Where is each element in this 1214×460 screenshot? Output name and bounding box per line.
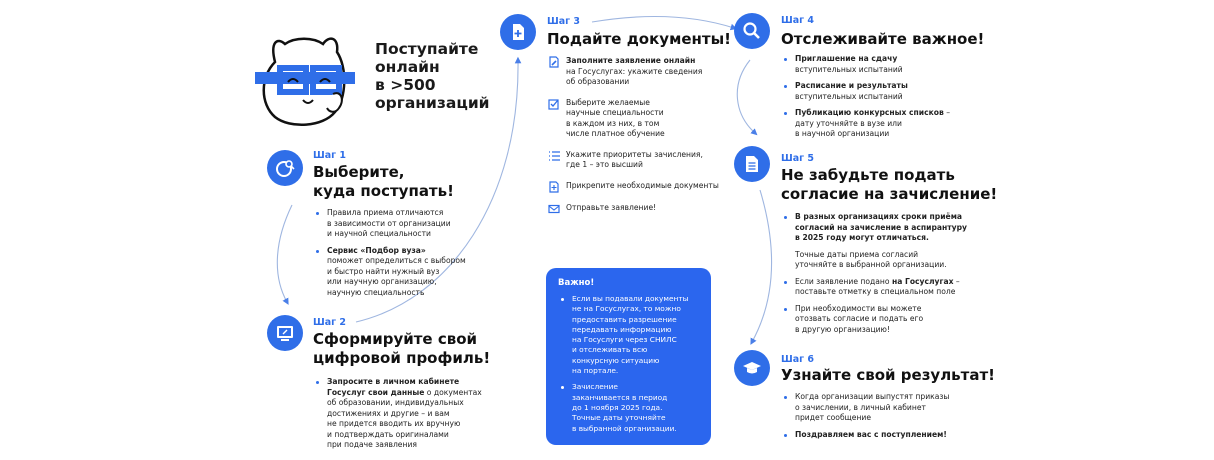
bullet: В разных организациях сроки приёма согла… <box>781 212 981 244</box>
step1-title: Выберите, куда поступать! <box>313 163 454 200</box>
step4-title: Отслеживайте важное! <box>781 30 985 48</box>
step3-icon-circle <box>500 14 536 50</box>
bullet: При необходимости вы можете отозвать сог… <box>781 304 981 336</box>
edit-document-icon <box>549 56 559 68</box>
bullet: Публикацию конкурсных списков – дату уто… <box>781 108 961 140</box>
graduation-cap-icon <box>743 362 761 374</box>
bullet: Запросите в личном кабинете Госуслуг сво… <box>313 377 493 451</box>
note-text: Точные даты приема согласий уточняйте в … <box>795 249 947 270</box>
list-icon <box>549 150 560 161</box>
step3-label: Шаг 3 <box>547 16 581 27</box>
bullet: Сервис «Подбор вуза» поможет определитьс… <box>313 246 483 299</box>
document-plus-icon <box>513 24 524 40</box>
envelope-icon <box>548 204 560 213</box>
computer-icon <box>277 326 293 341</box>
bullet: Когда организации выпустят приказы о зач… <box>781 392 981 424</box>
attach-document-icon <box>549 180 559 193</box>
arrow-step5-step6 <box>750 189 773 345</box>
step6-label: Шаг 6 <box>781 354 815 365</box>
step5-bullets: В разных организациях сроки приёма согла… <box>781 212 981 341</box>
headline: Поступайте онлайн в >500 организаций <box>375 40 490 112</box>
bullet: Если вы подавали документы не на Госуслу… <box>558 294 699 376</box>
list-item: Отправьте заявление! <box>548 203 728 215</box>
list-item: Выберите желаемые научные специальности … <box>548 98 728 140</box>
step6-icon-circle <box>734 350 770 386</box>
step1-label: Шаг 1 <box>313 150 347 161</box>
arrow-step2-step3 <box>355 56 522 323</box>
magnifier-icon <box>743 22 760 39</box>
list-item: Укажите приоритеты зачисления, где 1 – э… <box>548 150 728 171</box>
step3-items: Заполните заявление онлайн на Госуслугах… <box>548 56 728 225</box>
arrow-step3-step4 <box>591 16 738 31</box>
bullet: Расписание и результаты вступительных ис… <box>781 81 961 102</box>
step2-bullets: Запросите в личном кабинете Госуслуг сво… <box>313 377 493 457</box>
bullet: Поздравляем вас с поступлением! <box>781 430 981 441</box>
step5-icon-circle <box>734 146 770 182</box>
bullet: Зачисление заканчивается в период до 1 н… <box>558 382 699 433</box>
step5-title: Не забудьте подать согласие на зачислени… <box>781 166 998 203</box>
step2-title: Сформируйте свой цифровой профиль! <box>313 330 491 367</box>
list-item: Прикрепите необходимые документы <box>548 181 728 193</box>
checkbox-icon <box>548 98 559 110</box>
step1-icon-circle <box>267 150 303 186</box>
bullet: Если заявление подано на Госуслугах – по… <box>781 277 981 298</box>
step4-icon-circle <box>734 13 770 49</box>
step4-label: Шаг 4 <box>781 15 815 26</box>
globe-search-icon <box>276 160 295 177</box>
mascot-cat-illustration <box>255 37 355 127</box>
step2-label: Шаг 2 <box>313 317 347 328</box>
document-icon <box>746 156 758 172</box>
list-item: Заполните заявление онлайн на Госуслугах… <box>548 56 728 88</box>
arrow-step1-step2 <box>276 204 293 305</box>
step6-title: Узнайте свой результат! <box>781 366 996 384</box>
step6-bullets: Когда организации выпустят приказы о зач… <box>781 392 981 446</box>
arrow-step4-step5 <box>736 59 758 136</box>
step1-bullets: Правила приема отличаются в зависимости … <box>313 208 483 304</box>
important-title: Важно! <box>558 278 595 288</box>
bullet: Приглашение на сдачу вступительных испыт… <box>781 54 961 75</box>
step3-title: Подайте документы! <box>547 30 731 48</box>
important-note: Важно! Если вы подавали документы не на … <box>546 268 711 445</box>
bullet: Правила приема отличаются в зависимости … <box>313 208 483 240</box>
step4-bullets: Приглашение на сдачу вступительных испыт… <box>781 54 961 146</box>
step2-icon-circle <box>267 315 303 351</box>
step5-label: Шаг 5 <box>781 153 815 164</box>
